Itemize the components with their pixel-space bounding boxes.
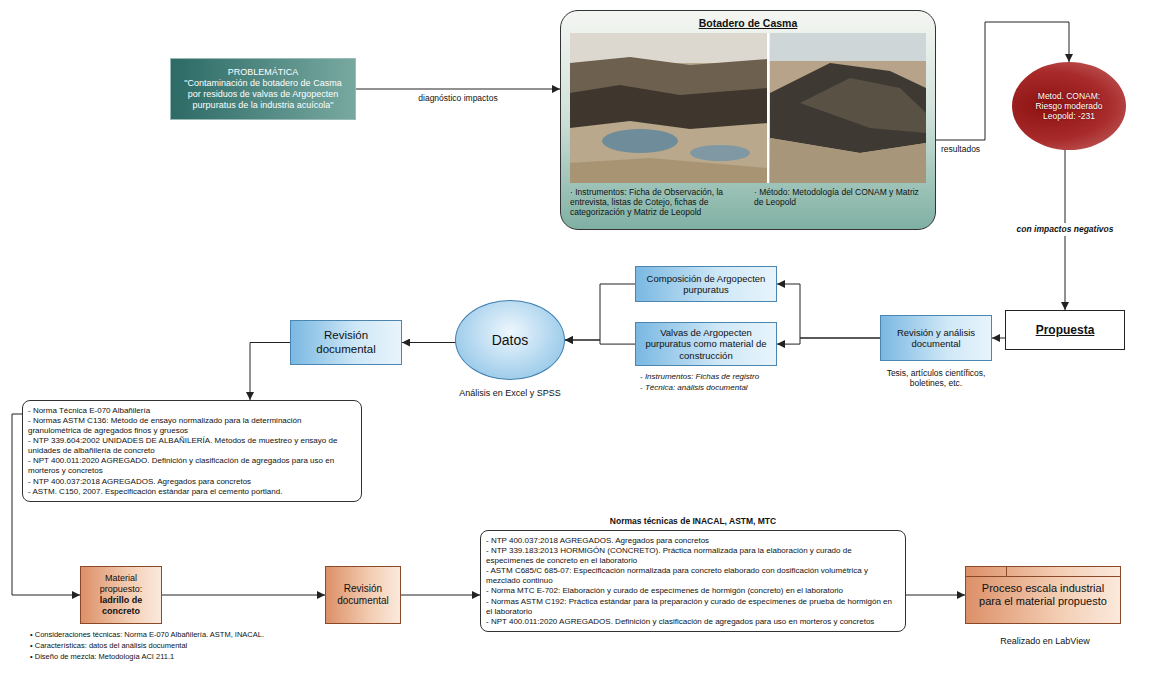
connector xyxy=(565,340,635,344)
node-text: - NTP 400.037:2018 AGREGADOS. Agregados … xyxy=(486,536,900,546)
node-text: Revisión y análisis documental xyxy=(886,327,986,350)
note-label: Análisis en Excel y SPSS xyxy=(440,388,580,399)
note-label: • Consideraciones técnicas: Norma E-070 … xyxy=(30,630,264,639)
node-text: - NTP 400.037:2018 AGREGADOS. Agregados … xyxy=(28,477,356,487)
edge-label: resultados xyxy=(941,144,980,154)
node-text: - ASTM. C150, 2007. Especificación están… xyxy=(28,487,356,497)
connector xyxy=(402,342,456,343)
connector xyxy=(250,343,290,401)
node-text: - NPT 400.011:2020 AGREGADOS. Definición… xyxy=(486,617,900,627)
process-box: Composición de Argopecten purpuratus xyxy=(635,266,777,302)
tab-decoration xyxy=(966,567,1120,577)
node-text: - ASTM C685/C 685-07: Especificación nor… xyxy=(486,566,900,585)
process-box: Revisión documental xyxy=(325,566,401,624)
node-text: Revisión documental xyxy=(330,583,396,607)
node-text: Metod. CONAM: Riesgo moderado Leopold: -… xyxy=(1026,91,1112,122)
node-text: Revisión documental xyxy=(296,329,396,357)
connector xyxy=(777,338,880,344)
problem-box: PROBLEMÁTICA"Contaminación de botadero d… xyxy=(170,58,356,120)
node-text: Proceso escala industrial para el materi… xyxy=(970,582,1116,608)
norms-list: - Norma Técnica E-070 Albañilería- Norma… xyxy=(22,400,362,502)
panel-note: · Método: Metodología del CONAM y Matriz… xyxy=(754,187,926,218)
process-box: Revisión y análisis documental xyxy=(880,315,992,361)
result-ellipse: Metod. CONAM: Riesgo moderado Leopold: -… xyxy=(1012,62,1126,150)
note-label: Realizado en LabView xyxy=(985,636,1105,647)
connector xyxy=(356,89,560,90)
node-text: - NPT 400.011:2020 AGREGADO. Definición … xyxy=(28,456,356,475)
node-text: - Norma MTC E-702: Elaboración y curado … xyxy=(486,586,900,596)
text-row: · Instrumentos: Ficha de Observación, la… xyxy=(570,187,926,218)
industrial-box: Proceso escala industrial para el materi… xyxy=(965,566,1121,624)
connector xyxy=(992,338,1005,339)
node-text: Valvas de Argopecten purpuratus como mat… xyxy=(641,327,771,361)
note-label: - Técnica: análisis documental xyxy=(640,383,748,393)
connector xyxy=(162,595,325,596)
panel-note: · Instrumentos: Ficha de Observación, la… xyxy=(570,187,742,218)
note-label: Tesis, artículos científicos, boletines,… xyxy=(872,368,1000,388)
connector xyxy=(565,284,635,340)
data-ellipse: Datos xyxy=(455,300,565,380)
node-text: Propuesta xyxy=(1036,323,1095,337)
node-text: - Normas ASTM C192: Práctica estándar pa… xyxy=(486,597,900,616)
node-text: Material propuesto: xyxy=(85,573,157,595)
node-text: - Normas ASTM C136: Método de ensayo nor… xyxy=(28,416,356,435)
norms-list: Normas técnicas de INACAL, ASTM, MTC- NT… xyxy=(480,530,906,632)
node-text: Composición de Argopecten purpuratus xyxy=(641,273,771,296)
note-label: • Características: datos del análisis do… xyxy=(30,641,187,650)
edge-label: con impactos negativos xyxy=(1015,223,1116,235)
node-text: "Contaminación de botadero de Casma por … xyxy=(177,78,349,110)
connector xyxy=(777,284,880,338)
connector xyxy=(401,595,480,596)
site-panel: Botadero de Casma · Instrumentos: Ficha … xyxy=(560,10,936,230)
proposal-box: Propuesta xyxy=(1005,310,1125,350)
node-text: ladrillo de concreto xyxy=(85,595,157,617)
edge-label: diagnóstico impactos xyxy=(418,93,497,103)
node-text: Datos xyxy=(492,332,529,349)
note-label: - Instrumentos: Fichas de registro xyxy=(640,372,759,382)
node-text: - Norma Técnica E-070 Albañilería xyxy=(28,406,356,416)
node-text: - NTP 339.604:2002 UNIDADES DE ALBAÑILER… xyxy=(28,436,356,455)
note-label: • Diseño de mezcla: Metodología ACI 211.… xyxy=(30,652,174,661)
process-box: Revisión documental xyxy=(290,320,402,365)
node-text: - NTP 339.183:2013 HORMIGÓN (CONCRETO). … xyxy=(486,546,900,565)
connector xyxy=(906,595,965,596)
process-box: Valvas de Argopecten purpuratus como mat… xyxy=(635,322,777,366)
list-heading: Normas técnicas de INACAL, ASTM, MTC xyxy=(481,516,905,526)
node-text: PROBLEMÁTICA xyxy=(228,67,299,78)
material-box: Material propuesto:ladrillo de concreto xyxy=(80,566,162,624)
tab-divider xyxy=(1006,567,1007,576)
dump-photos xyxy=(570,33,926,183)
panel-title: Botadero de Casma xyxy=(699,17,798,30)
